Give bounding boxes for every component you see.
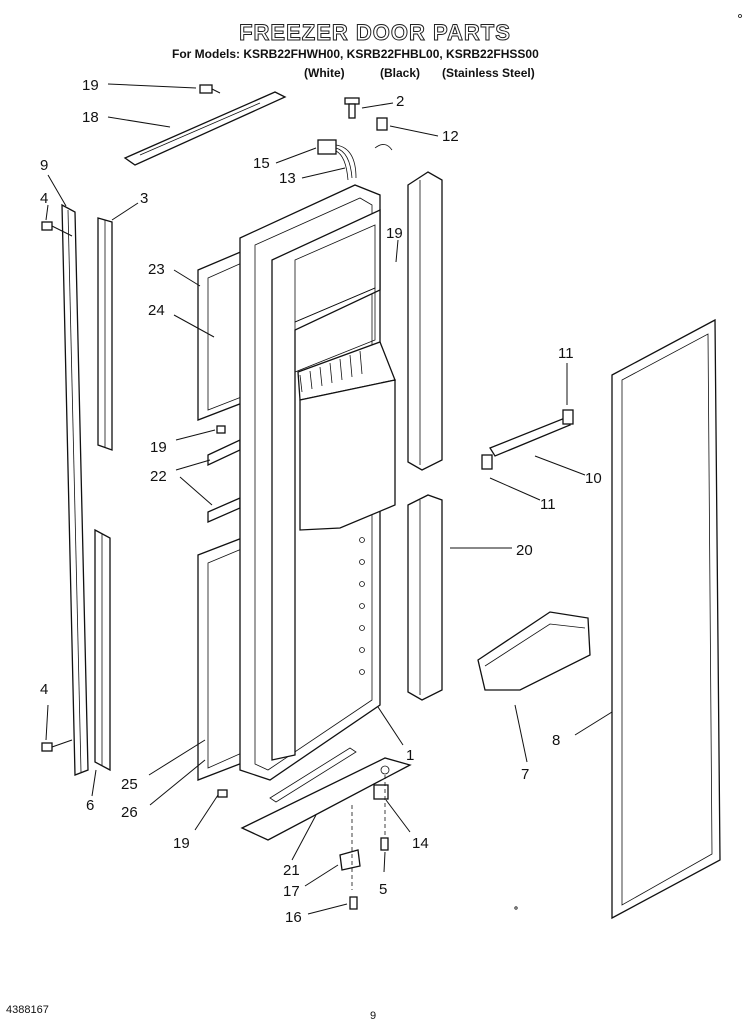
callout-4: 4 xyxy=(40,190,48,207)
callout-19: 19 xyxy=(173,835,190,852)
callout-3: 3 xyxy=(140,190,148,207)
callout-22: 22 xyxy=(150,468,167,485)
callout-25: 25 xyxy=(121,776,138,793)
callout-7: 7 xyxy=(521,766,529,783)
callout-12: 12 xyxy=(442,128,459,145)
callout-19: 19 xyxy=(386,225,403,242)
variant-stainless: (Stainless Steel) xyxy=(442,66,535,80)
registration-marks xyxy=(514,14,742,910)
part-21-bottom-bracket xyxy=(240,747,412,841)
part-1-door-liner xyxy=(239,184,396,781)
models-line: For Models: KSRB22FHWH00, KSRB22FHBL00, … xyxy=(172,47,539,61)
part-20-strips xyxy=(407,171,443,701)
part-6-strip xyxy=(94,528,111,772)
part-8-gasket xyxy=(611,318,721,920)
part-16-screw xyxy=(349,896,358,910)
callout-21: 21 xyxy=(283,862,300,879)
screw-12 xyxy=(374,117,393,151)
leader-lines xyxy=(45,83,613,915)
screw-19-top xyxy=(199,84,221,94)
callout-8: 8 xyxy=(552,732,560,749)
callout-labels: 19 18 2 12 15 13 9 4 3 19 23 24 11 19 10… xyxy=(40,77,602,926)
screw-19-bottom xyxy=(217,789,228,798)
wire-harness-15 xyxy=(317,139,357,181)
part-18-top-cover xyxy=(123,91,287,166)
part-17-block xyxy=(339,849,361,871)
page-number: 9 xyxy=(370,1010,377,1022)
callout-11: 11 xyxy=(540,496,556,513)
part-9-trim xyxy=(61,203,89,776)
part-22-brackets xyxy=(207,425,241,523)
callout-5: 5 xyxy=(379,881,387,898)
callout-14: 14 xyxy=(412,835,429,852)
part-10-rail xyxy=(481,409,574,470)
variant-black: (Black) xyxy=(380,66,421,80)
callout-19: 19 xyxy=(82,77,99,94)
callout-26: 26 xyxy=(121,804,138,821)
part-7-bin xyxy=(477,611,591,691)
part-3-strip xyxy=(97,217,113,451)
page-title: FREEZER DOOR PARTS xyxy=(239,20,511,46)
callout-11: 11 xyxy=(558,345,574,362)
part-5-screw xyxy=(380,837,389,851)
screw-4-lower xyxy=(41,739,73,752)
callout-4: 4 xyxy=(40,681,48,698)
callout-6: 6 xyxy=(86,797,94,814)
callout-23: 23 xyxy=(148,261,165,278)
part-14-bushing xyxy=(373,784,389,800)
callout-18: 18 xyxy=(82,109,99,126)
callout-2: 2 xyxy=(396,93,404,110)
callout-20: 20 xyxy=(516,542,533,559)
callout-9: 9 xyxy=(40,157,48,174)
callout-15: 15 xyxy=(253,155,270,172)
document-number: 4388167 xyxy=(6,1004,49,1016)
callout-17: 17 xyxy=(283,883,300,900)
callout-10: 10 xyxy=(585,470,602,487)
screw-4-upper xyxy=(41,221,73,237)
screw-2 xyxy=(344,97,360,119)
callout-24: 24 xyxy=(148,302,165,319)
callout-13: 13 xyxy=(279,170,296,187)
variant-white: (White) xyxy=(304,66,345,80)
callout-1: 1 xyxy=(406,747,414,764)
callout-19: 19 xyxy=(150,439,167,456)
callout-16: 16 xyxy=(285,909,302,926)
